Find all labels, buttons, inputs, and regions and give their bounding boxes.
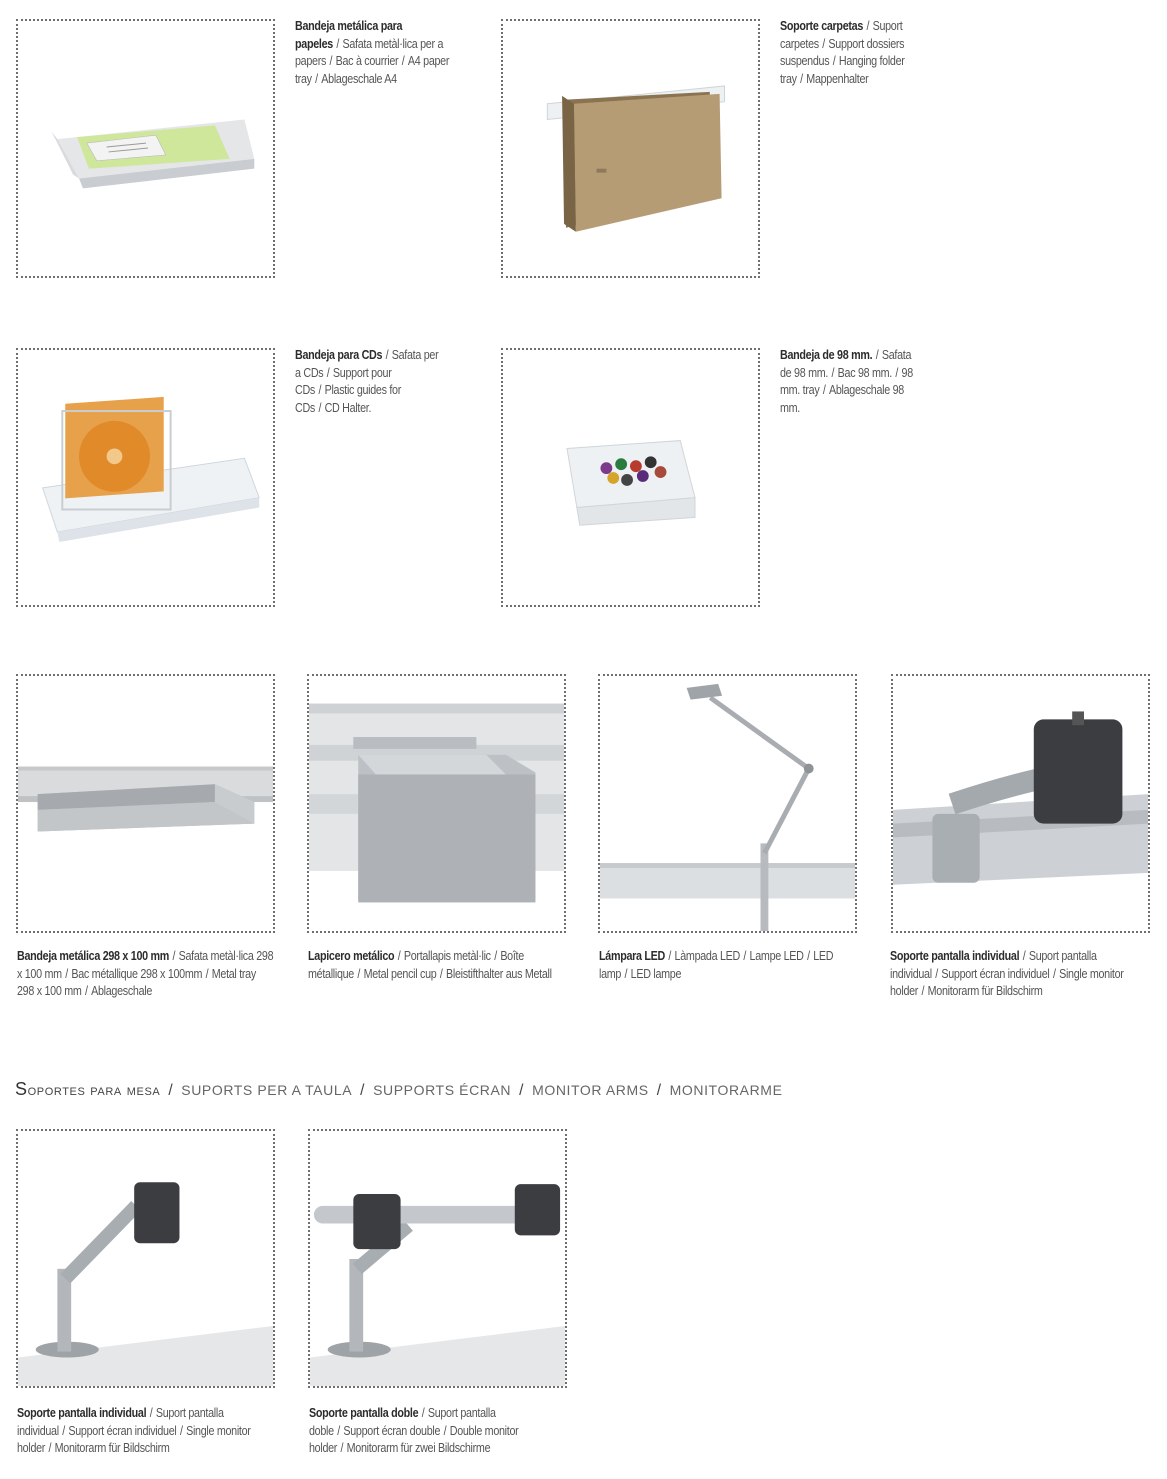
- product-image-metal-tray-298: [16, 674, 275, 933]
- tray-98-illustration: [566, 440, 696, 526]
- caption-hanging-folder: Soporte carpetas/Suport carpetes/Support…: [780, 19, 905, 86]
- single-monitor-desk-illustration: [18, 1182, 273, 1386]
- caption-led-lamp: Lámpara LED/Làmpada LED/Lampe LED/LED la…: [599, 949, 834, 981]
- single-monitor-rail-illustration: [893, 711, 1148, 885]
- caption-tray-98: Bandeja de 98 mm./Safata de 98 mm./Bac 9…: [780, 348, 913, 415]
- hanging-folder-illustration: [546, 85, 726, 232]
- product-name: Bandeja metálica para papeles: [295, 19, 403, 51]
- product-image-pencil-cup: [307, 674, 566, 933]
- caption-single-monitor-rail: Soporte pantalla individual/Suport panta…: [890, 949, 1124, 998]
- pencil-cup-illustration: [309, 703, 564, 903]
- product-name: Soporte pantalla doble: [309, 1406, 419, 1420]
- product-name: Lámpara LED: [599, 949, 665, 963]
- product-image-paper-tray: [16, 19, 275, 278]
- product-name: Bandeja de 98 mm.: [780, 348, 873, 362]
- product-image-single-monitor-desk: [16, 1129, 275, 1388]
- product-image-single-monitor-rail: [891, 674, 1150, 933]
- product-image-double-monitor-desk: [308, 1129, 567, 1388]
- product-name: Bandeja para CDs: [295, 348, 383, 362]
- product-name: Soporte pantalla individual: [890, 949, 1020, 963]
- product-name: Lapicero metálico: [308, 949, 395, 963]
- product-image-cd-tray: [16, 348, 275, 607]
- caption-double-monitor-desk: Soporte pantalla doble/Suport pantalla d…: [309, 1406, 519, 1455]
- double-monitor-desk-illustration: [310, 1184, 565, 1386]
- caption-single-monitor-desk: Soporte pantalla individual/Suport panta…: [17, 1406, 251, 1455]
- product-name: Soporte carpetas: [780, 19, 864, 33]
- led-lamp-illustration: [600, 683, 855, 931]
- product-image-tray-98: [501, 348, 760, 607]
- product-image-hanging-folder: [501, 19, 760, 278]
- caption-cd-tray: Bandeja para CDs/Safata per a CDs/Suppor…: [295, 348, 439, 415]
- metal-tray-298-illustration: [18, 766, 273, 832]
- caption-metal-tray-298: Bandeja metálica 298 x 100 mm/Safata met…: [17, 949, 274, 998]
- caption-pencil-cup: Lapicero metálico/Portallapis metàl·lic/…: [308, 949, 552, 981]
- caption-paper-tray: Bandeja metálica para papeles/Safata met…: [295, 19, 450, 86]
- paper-tray-illustration: [51, 119, 255, 189]
- product-image-led-lamp: [598, 674, 857, 933]
- cd-tray-illustration: [41, 396, 260, 542]
- product-name: Bandeja metálica 298 x 100 mm: [17, 949, 170, 963]
- section-title-desk-supports: Soportes para mesa/suports per a taula/s…: [15, 1079, 783, 1099]
- product-name: Soporte pantalla individual: [17, 1406, 147, 1420]
